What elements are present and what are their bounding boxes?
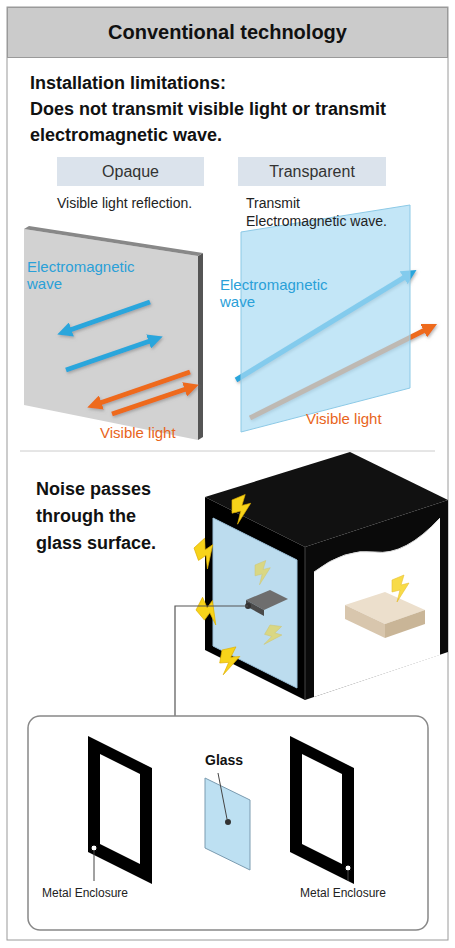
- tab-label: Transparent: [269, 163, 355, 181]
- opaque-panel: [24, 226, 203, 440]
- header-band: [8, 8, 448, 58]
- outer-frame: [7, 7, 448, 940]
- wave-label: Electromagnetic wave: [220, 276, 350, 310]
- leader-lines: [218, 773, 227, 819]
- noise-bolts: [255, 561, 270, 585]
- noise-bolts: [192, 594, 225, 629]
- noise-bolts: [260, 621, 285, 650]
- opaque-arrows: [66, 341, 150, 370]
- enclosure-cube: [305, 500, 448, 700]
- wave-label: Electromagnetic wave: [27, 258, 157, 292]
- leader-lines: [91, 773, 351, 881]
- tab-box: Transparent: [238, 157, 386, 186]
- opaque-panel: [24, 229, 198, 440]
- caption-text: Transmit Electromagnetic wave.: [246, 194, 396, 230]
- opaque-arrows: [66, 302, 190, 414]
- opaque-arrows: [70, 302, 150, 330]
- enclosure-cube: [314, 518, 440, 572]
- enclosure-cube: [213, 518, 297, 688]
- header-band: [8, 8, 448, 58]
- enclosure-cube: [314, 518, 440, 697]
- transparent-panel: [241, 205, 410, 432]
- leader-lines: [91, 845, 97, 851]
- transparent-panel: [241, 205, 410, 432]
- glass-pane: [205, 778, 250, 870]
- enclosure-cube: [345, 605, 385, 638]
- leader-lines: [345, 865, 351, 871]
- opaque-panel: [24, 226, 203, 256]
- header-title: Conventional technology: [7, 7, 448, 57]
- noise-bolts: [392, 575, 409, 602]
- caption-text: Visible light reflection.: [57, 194, 207, 212]
- callout-leader: [175, 606, 248, 716]
- enclosure-cube: [385, 610, 425, 638]
- metal-enclosure-frame: [290, 736, 354, 884]
- part-label: Metal Enclosure: [300, 886, 420, 901]
- divider: [20, 451, 435, 452]
- heading-text: Noise passes through the glass surface.: [36, 476, 168, 557]
- noise-bolts: [192, 495, 409, 678]
- detail-box: [28, 716, 428, 930]
- detail-box: [28, 716, 428, 930]
- leader-lines: [225, 819, 231, 825]
- light-label: Visible light: [306, 410, 416, 427]
- opaque-arrows: [100, 372, 190, 403]
- noise-bolts: [192, 536, 220, 570]
- leader-lines: [348, 871, 349, 881]
- tab-box: Opaque: [57, 157, 204, 186]
- opaque-panel: [198, 253, 203, 440]
- heading-text: Does not transmit visible light or trans…: [30, 96, 445, 148]
- enclosure-cube: [205, 452, 448, 700]
- glass-pane: [205, 778, 250, 870]
- light-label: Visible light: [100, 424, 210, 441]
- metal-enclosure-frame: [88, 736, 152, 884]
- metal-enclosure-frame: [88, 736, 354, 884]
- opaque-arrows: [112, 389, 186, 414]
- noise-bolts: [218, 645, 242, 677]
- heading-text: Installation limitations:: [30, 70, 445, 96]
- tab-label: Opaque: [102, 163, 159, 181]
- divider: [20, 451, 435, 452]
- enclosure-cube: [205, 497, 305, 700]
- part-label: Metal Enclosure: [42, 886, 162, 901]
- noise-bolts: [232, 495, 251, 525]
- part-label: Glass: [205, 752, 265, 769]
- enclosure-cube: [246, 600, 264, 616]
- leader-lines: [94, 851, 95, 881]
- enclosure-cube: [305, 547, 306, 700]
- callout-leader: [175, 603, 251, 716]
- outer-frame: [7, 7, 448, 940]
